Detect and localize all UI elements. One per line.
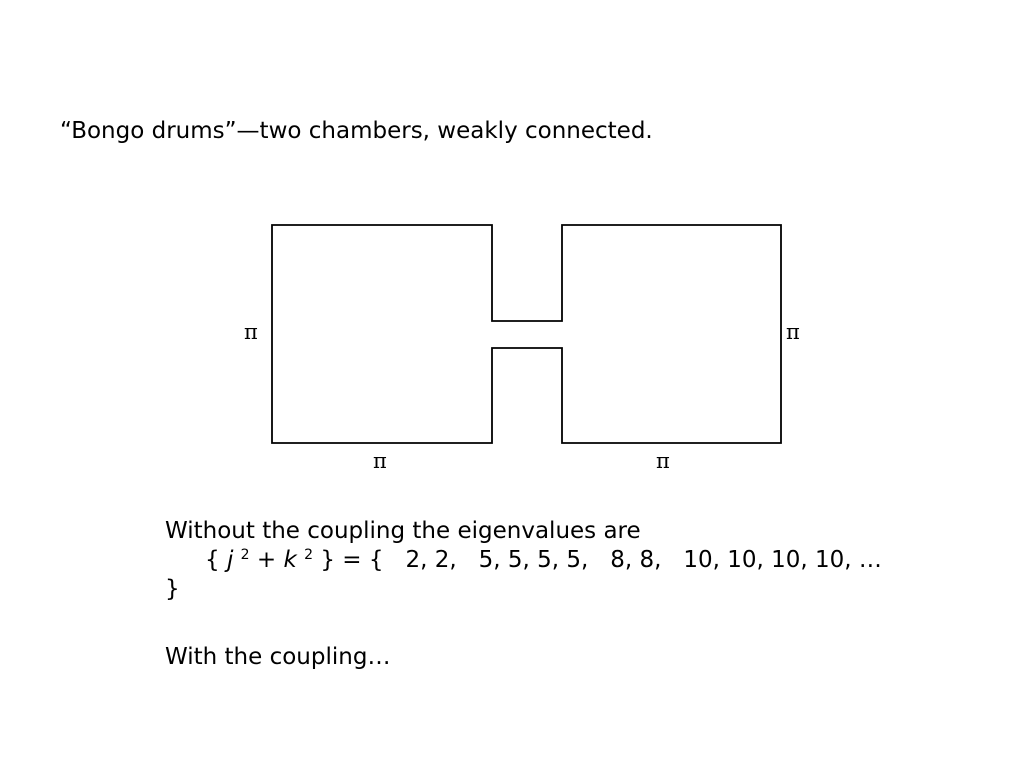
slide-title: “Bongo drums”—two chambers, weakly conne… xyxy=(60,118,653,144)
exp-j: 2 xyxy=(240,547,250,563)
left-chamber-bottom-label: π xyxy=(373,449,387,473)
coupling-line: With the coupling… xyxy=(165,644,391,670)
eigenvalue-formula: { j 2 + k 2 } = { 2, 2, 5, 5, 5, 5, 8, 8… xyxy=(165,546,882,575)
formula-values: } = { 2, 2, 5, 5, 5, 5, 8, 8, 10, 10, 10… xyxy=(313,547,882,573)
right-chamber-bottom-label: π xyxy=(656,449,670,473)
left-chamber-side-label: π xyxy=(244,320,258,344)
exp-k: 2 xyxy=(304,547,314,563)
drum-outline xyxy=(271,224,782,444)
var-j: j xyxy=(226,547,234,573)
closing-brace: } xyxy=(165,576,180,602)
eigenvalue-text: Without the coupling the eigenvalues are… xyxy=(165,517,882,672)
var-k: k xyxy=(283,547,297,573)
intro-line: Without the coupling the eigenvalues are xyxy=(165,518,641,544)
formula-plus: + xyxy=(249,547,284,573)
right-chamber-side-label: π xyxy=(786,320,800,344)
formula-open: { xyxy=(205,547,227,573)
